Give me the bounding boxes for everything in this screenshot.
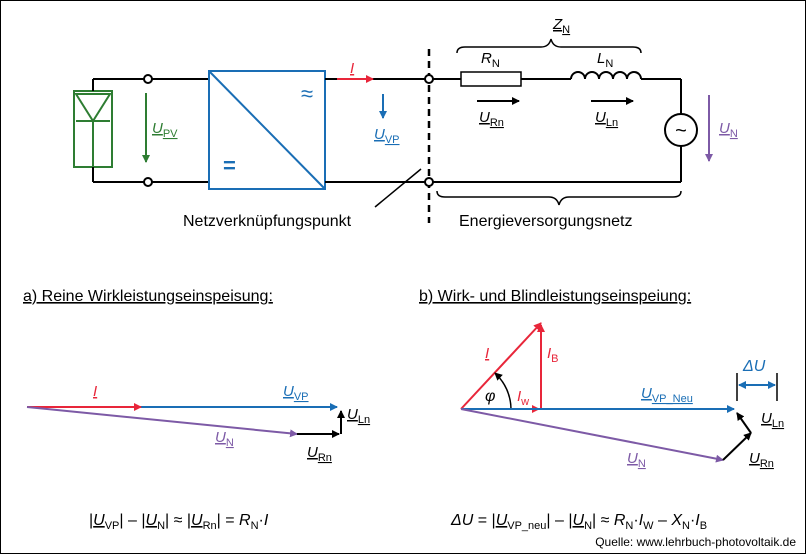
un-phasor-label: UN <box>215 429 234 449</box>
formula-b: ΔU = |UVP_neu| – |UN| ≈ RN·IW – XN·IB <box>450 512 707 532</box>
phi-label: φ <box>485 388 495 405</box>
ib-phasor-label: IB <box>547 345 559 365</box>
inverter-icon: ≈ = <box>208 70 326 190</box>
uvp-neu-phasor-label: UVP_Neu <box>641 385 693 405</box>
pcc-terminal <box>424 177 434 187</box>
inverter-dc-symbol: = <box>223 153 236 178</box>
resistor-icon <box>460 71 522 87</box>
urn-label: URn <box>479 109 504 129</box>
grid-brace <box>436 190 682 206</box>
ln-label: LN <box>597 50 613 70</box>
current-label: I <box>350 60 354 77</box>
un-label: UN <box>719 120 738 140</box>
zn-brace <box>456 38 642 54</box>
terminal <box>143 177 153 187</box>
un-phasor <box>26 406 298 438</box>
circuit: UPV ≈ = I UVP RN LN <box>73 16 738 230</box>
diagram-b-title: b) Wirk- und Blindleistungseinspeiung: <box>419 288 691 305</box>
inductor-icon <box>570 71 642 80</box>
uln-label: ULn <box>595 109 618 129</box>
current-phasor-label: I <box>93 383 97 400</box>
pcc-terminal <box>424 74 434 84</box>
urn-phasor-label: URn <box>307 444 332 464</box>
source-symbol: ~ <box>675 120 687 142</box>
iw-phasor-label: Iw <box>517 388 529 408</box>
phi-arc <box>494 372 512 410</box>
urn-phasor-label: URn <box>749 450 774 470</box>
rn-label: RN <box>481 50 500 70</box>
current-phasor-label: I <box>485 345 489 362</box>
pcc-label: Netzverknüpfungspunkt <box>183 213 352 230</box>
uln-phasor-label: ULn <box>761 410 784 430</box>
un-phasor-label: UN <box>627 450 646 470</box>
inverter-ac-symbol: ≈ <box>301 81 313 106</box>
phasor-diagram-a: a) Reine Wirkleistungseinspeisung: I UVP… <box>23 288 370 532</box>
formula-a: |UVP| – |UN| ≈ |URn| = RN·I <box>89 512 269 532</box>
pv-module-icon <box>73 90 113 168</box>
phasor-diagram-b: b) Wirk- und Blindleistungseinspeiung: Δ… <box>419 288 784 532</box>
urn-phasor <box>722 432 752 461</box>
source-credit: Quelle: www.lehrbuch-photovoltaik.de <box>595 535 796 549</box>
upv-label: UPV <box>152 120 178 140</box>
uln-phasor <box>736 412 752 434</box>
pcc-pointer <box>374 168 422 208</box>
uvp-phasor-label: UVP <box>283 383 309 403</box>
grid-label: Energieversorgungsnetz <box>459 213 632 230</box>
uvp-label: UVP <box>374 126 400 146</box>
uln-phasor-label: ULn <box>347 406 370 426</box>
zn-label: ZN <box>552 16 570 36</box>
delta-u-label: ΔU <box>742 358 766 375</box>
un-phasor <box>460 408 724 463</box>
diagram-a-title: a) Reine Wirkleistungseinspeisung: <box>23 288 273 305</box>
ac-source-icon: ~ <box>664 113 698 147</box>
terminal <box>143 74 153 84</box>
current-phasor <box>460 322 542 410</box>
